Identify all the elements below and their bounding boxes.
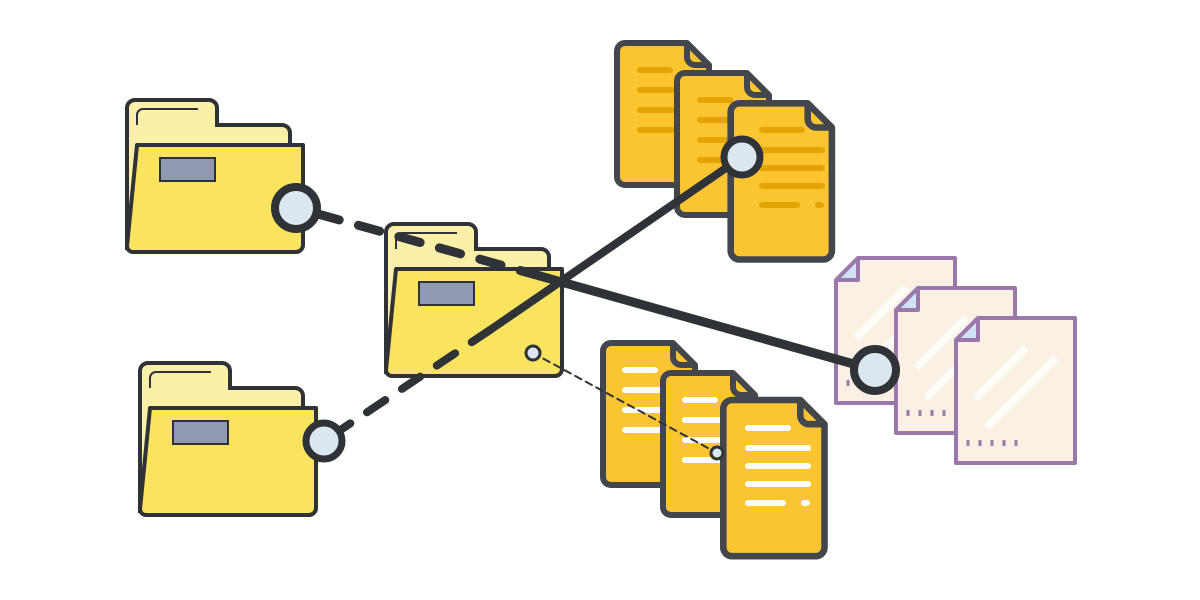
link-line-dashed (320, 326, 494, 445)
link-nodes (271, 135, 900, 463)
link-node-icon (709, 445, 725, 461)
document-stack-top (617, 43, 832, 260)
link-line-solid (486, 153, 746, 334)
link-node-icon (720, 135, 764, 179)
link-node-icon (524, 344, 542, 362)
document-icon (723, 400, 824, 556)
link-node-icon (302, 419, 346, 463)
document-icon (677, 73, 769, 215)
link-line-dashed (313, 209, 545, 281)
document-icon (603, 343, 695, 485)
image-file-icon (956, 318, 1075, 463)
document-icon (663, 373, 755, 515)
folder-icon-top-left (125, 98, 305, 254)
document-stack-bottom (603, 343, 825, 556)
link-line-solid (535, 271, 880, 375)
folder-icon-bottom-left (138, 361, 318, 517)
document-icon (617, 43, 709, 185)
document-icon (731, 103, 832, 259)
link-line-thin (532, 352, 718, 454)
link-node-icon (850, 345, 900, 395)
connector-lines (313, 153, 880, 454)
link-node-icon (271, 183, 321, 233)
